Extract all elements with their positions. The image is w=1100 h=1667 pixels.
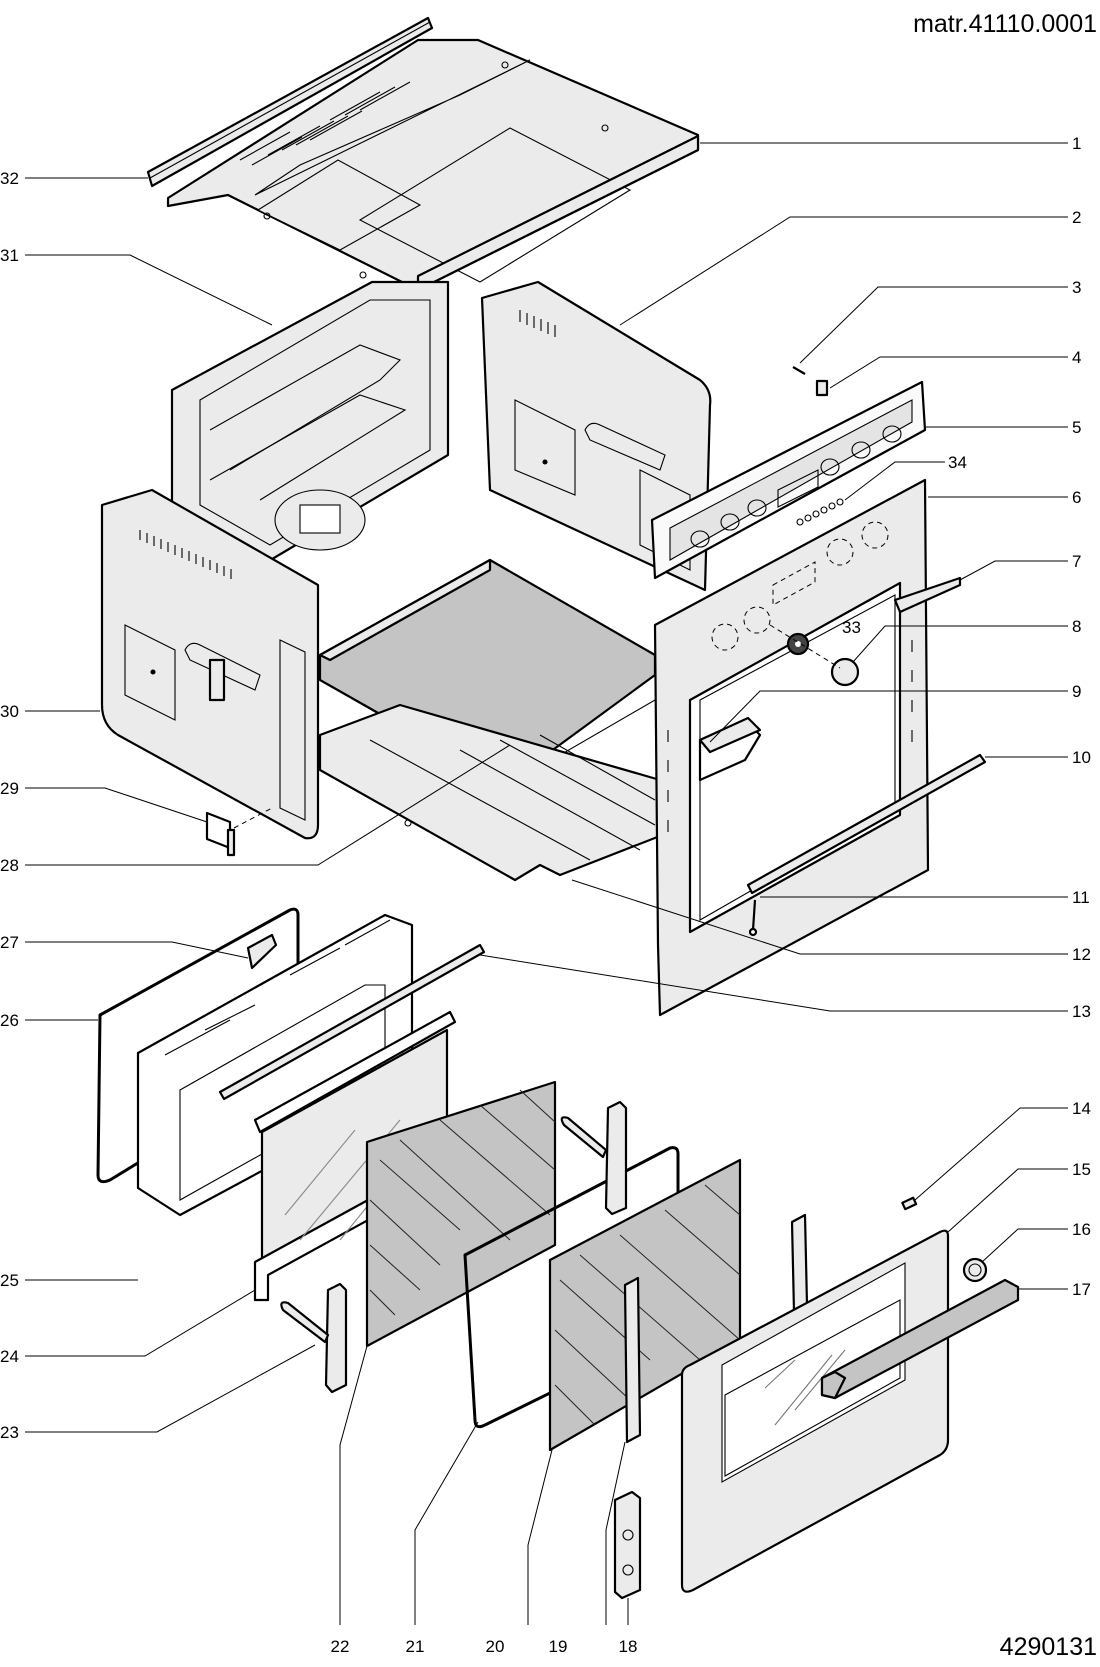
part-12-base-panel[interactable] <box>318 703 662 882</box>
part-3-pin[interactable] <box>792 366 806 375</box>
part-8-knob[interactable] <box>769 624 860 687</box>
part-31-back-panel[interactable] <box>170 280 450 567</box>
part-door-rail-upper[interactable] <box>790 1213 809 1314</box>
part-hinge-upper[interactable] <box>560 1100 628 1216</box>
callout-7: 7 <box>1072 552 1081 571</box>
part-9-bracket[interactable] <box>698 716 762 754</box>
callout-4: 4 <box>1072 348 1081 367</box>
part-10-trim-rail[interactable] <box>746 753 987 895</box>
part-33-spindle[interactable] <box>786 632 810 656</box>
part-23-hinge-left[interactable] <box>280 1282 348 1394</box>
part-7-bracket[interactable] <box>893 576 962 614</box>
part-22-glass-panel[interactable] <box>365 1080 557 1348</box>
part-4-clip[interactable] <box>815 379 829 397</box>
callout-2: 2 <box>1072 208 1081 227</box>
callout-11: 11 <box>1072 888 1090 907</box>
callout-34: 34 <box>948 453 967 472</box>
leader-lines <box>25 142 1068 1625</box>
callout-15: 15 <box>1072 1160 1091 1179</box>
callout-27: 27 <box>0 933 19 952</box>
callout-labels: 1 2 3 4 5 6 7 8 9 10 11 12 13 14 15 16 1… <box>0 134 1091 1656</box>
callout-29: 29 <box>0 779 19 798</box>
callout-32: 32 <box>0 169 19 188</box>
callout-28: 28 <box>0 856 19 875</box>
callout-33: 33 <box>842 618 861 637</box>
callout-30: 30 <box>0 702 19 721</box>
part-1-top-panel[interactable] <box>166 38 700 292</box>
callout-31: 31 <box>0 246 19 265</box>
callout-16: 16 <box>1072 1220 1091 1239</box>
callout-6: 6 <box>1072 488 1081 507</box>
part-5-control-fascia[interactable] <box>650 380 927 580</box>
material-code: matr.41110.0001 <box>913 10 1097 38</box>
callout-24: 24 <box>0 1347 19 1366</box>
part-14-door-clip[interactable] <box>901 1196 918 1211</box>
callout-20: 20 <box>486 1637 505 1656</box>
part-13-door-trim-rod[interactable] <box>218 943 486 1101</box>
callout-18: 18 <box>619 1637 638 1656</box>
callout-17: 17 <box>1072 1280 1091 1299</box>
callout-1: 1 <box>1072 134 1081 153</box>
drawing-number: 4290131 <box>1000 1633 1097 1661</box>
part-29-bracket[interactable] <box>205 807 273 857</box>
part-6-front-frame[interactable] <box>653 478 930 1017</box>
part-11-screw[interactable] <box>748 899 758 937</box>
part-27-clip[interactable] <box>246 933 278 970</box>
part-32-trim-strip[interactable] <box>146 16 434 188</box>
part-15-outer-door[interactable] <box>680 1229 950 1593</box>
callout-13: 13 <box>1072 1002 1091 1021</box>
callout-5: 5 <box>1072 418 1081 437</box>
callout-19: 19 <box>549 1637 568 1656</box>
part-17-door-handle[interactable] <box>820 1278 1020 1400</box>
callout-23: 23 <box>0 1423 19 1442</box>
callout-9: 9 <box>1072 682 1081 701</box>
callout-12: 12 <box>1072 945 1091 964</box>
callout-14: 14 <box>1072 1099 1091 1118</box>
part-28-shelf-tray[interactable] <box>318 558 657 788</box>
callout-25: 25 <box>0 1271 19 1290</box>
part-16-end-cap[interactable] <box>962 1257 988 1283</box>
callout-22: 22 <box>331 1637 350 1656</box>
callout-21: 21 <box>406 1637 425 1656</box>
part-34-screws[interactable] <box>796 498 844 526</box>
part-18-hinge-receiver[interactable] <box>613 1490 642 1600</box>
callout-10: 10 <box>1072 748 1091 767</box>
callout-8: 8 <box>1072 617 1081 636</box>
callout-3: 3 <box>1072 278 1081 297</box>
part-19-door-rail[interactable] <box>623 1276 642 1444</box>
part-30-left-side-panel[interactable] <box>100 488 320 840</box>
callout-26: 26 <box>0 1011 19 1030</box>
